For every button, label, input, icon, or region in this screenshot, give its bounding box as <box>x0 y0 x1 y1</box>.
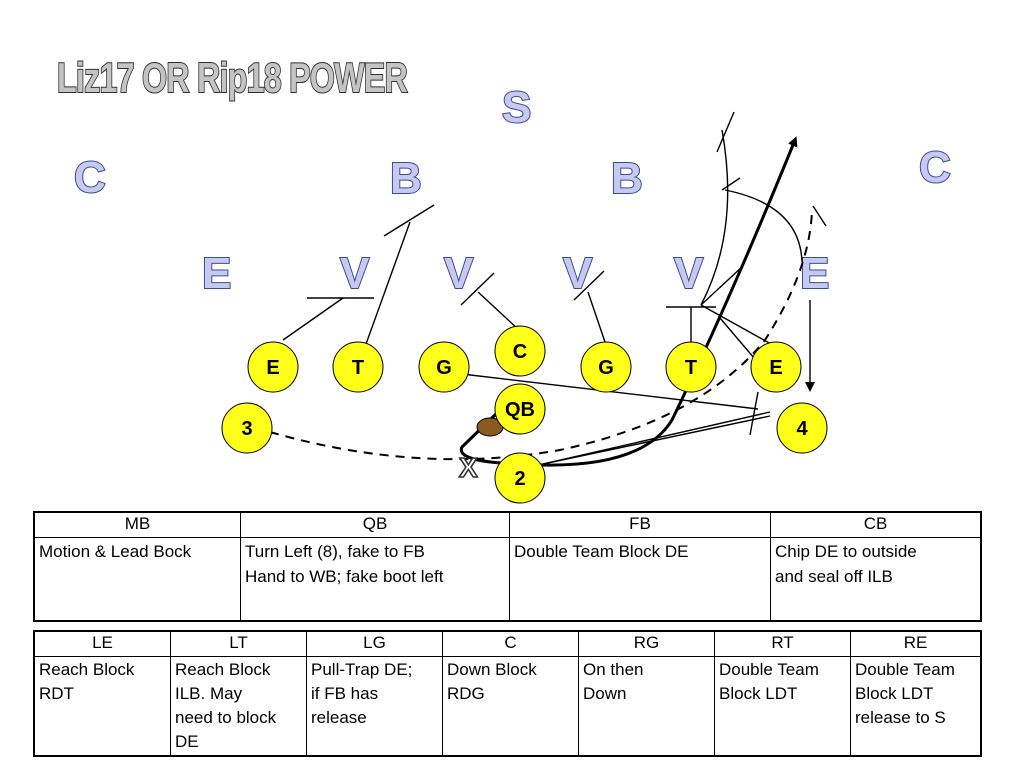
player-c-circle <box>494 325 546 377</box>
defense-tackle-3: V <box>563 249 593 298</box>
header-rt: RT <box>714 630 851 657</box>
defense-backer-left: B <box>390 154 422 203</box>
cell-mb: Motion & Lead Bock <box>33 537 241 622</box>
player-rt-label: T <box>685 357 697 379</box>
player-rg-label: G <box>598 357 614 379</box>
player-qb-circle <box>494 383 546 435</box>
player-le-circle <box>247 341 299 393</box>
player-3-label: 3 <box>241 418 252 440</box>
player-c-label: C <box>513 341 527 363</box>
header-lg: LG <box>306 630 443 657</box>
player-re-circle <box>750 341 802 393</box>
offense-players: E T G C G T E QB 3 4 2 <box>221 325 828 504</box>
header-cb: CB <box>770 511 982 538</box>
header-le: LE <box>33 630 171 657</box>
header-mb: MB <box>33 511 241 538</box>
cell-qb: Turn Left (8), fake to FB Hand to WB; fa… <box>240 537 510 622</box>
header-qb: QB <box>240 511 510 538</box>
cell-c: Down Block RDG <box>442 656 579 757</box>
defense-tackle-1: V <box>340 249 370 298</box>
play-diagram: Liz17 OR Rip18 POWER S C C B B E E V V V… <box>56 53 952 504</box>
defense-safety: S <box>502 83 531 132</box>
header-fb: FB <box>509 511 771 538</box>
cell-cb: Chip DE to outside and seal off ILB <box>770 537 982 622</box>
header-lt: LT <box>170 630 307 657</box>
player-lt-circle <box>332 341 384 393</box>
player-2-circle <box>494 452 546 504</box>
defense-end-right: E <box>800 249 829 298</box>
defense-tackle-4: V <box>674 249 704 298</box>
header-rg: RG <box>578 630 715 657</box>
cell-re: Double Team Block LDT release to S <box>850 656 982 757</box>
player-re-label: E <box>769 357 782 379</box>
player-le-label: E <box>266 357 279 379</box>
cell-le: Reach Block RDT <box>33 656 171 757</box>
player-lt-label: T <box>352 357 364 379</box>
x-mark: X <box>459 452 478 483</box>
player-2-label: 2 <box>514 468 525 490</box>
cell-lg: Pull-Trap DE; if FB has release <box>306 656 443 757</box>
backfield-assignments-table: MB QB FB CB Motion & Lead Bock Turn Left… <box>33 511 982 622</box>
cell-fb: Double Team Block DE <box>509 537 771 622</box>
player-3-circle <box>221 402 273 454</box>
header-re: RE <box>850 630 982 657</box>
defense-corner-left: C <box>74 153 106 202</box>
defense-end-left: E <box>202 249 231 298</box>
player-rt-circle <box>665 341 717 393</box>
cell-lt: Reach Block ILB. May need to block DE <box>170 656 307 757</box>
player-lg-label: G <box>436 357 452 379</box>
motion-path <box>269 209 813 461</box>
cell-rt: Double Team Block LDT <box>714 656 851 757</box>
ball-carrier-path <box>459 136 798 467</box>
player-lg-circle <box>418 341 470 393</box>
header-c: C <box>442 630 579 657</box>
line-assignments-table: LE LT LG C RG RT RE Reach Block RDT Reac… <box>33 630 982 757</box>
defense-backer-right: B <box>611 154 643 203</box>
player-4-label: 4 <box>796 418 808 440</box>
play-title: Liz17 OR Rip18 POWER <box>57 54 408 101</box>
player-4-circle <box>776 402 828 454</box>
defense-corner-right: C <box>919 143 951 192</box>
player-qb-label: QB <box>505 399 535 421</box>
defense-tackle-2: V <box>444 249 474 298</box>
cell-rg: On then Down <box>578 656 715 757</box>
player-rg-circle <box>580 341 632 393</box>
